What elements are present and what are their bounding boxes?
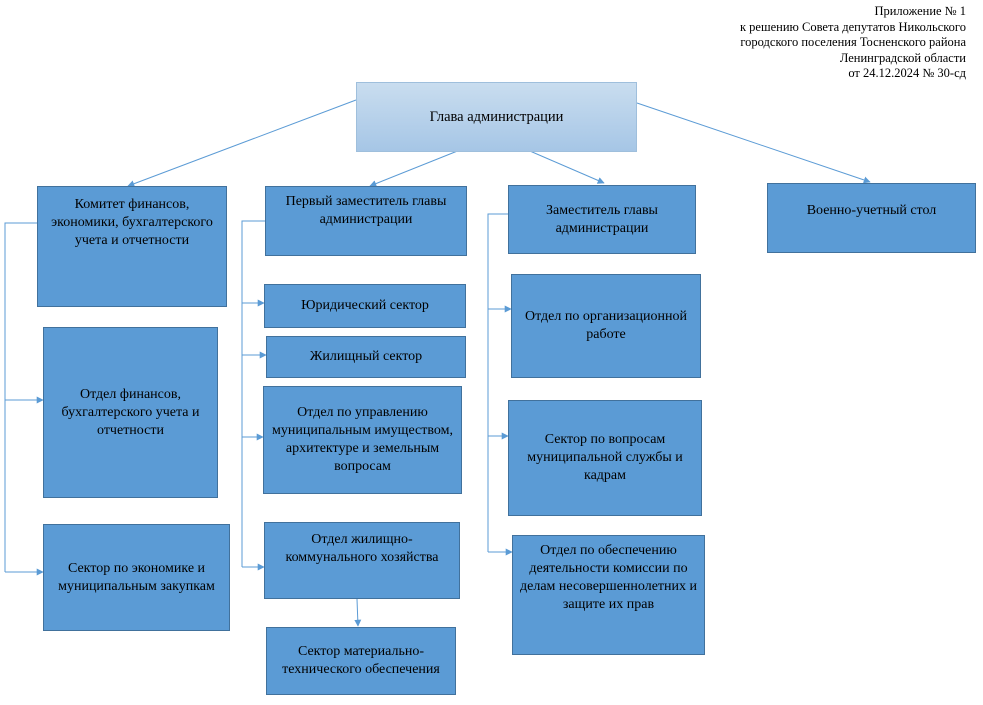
head-of-administration-box: Глава администрации xyxy=(356,82,637,152)
legal-sector-label: Юридический сектор xyxy=(301,298,429,313)
header-line-decision: к решению Совета депутатов Никольского xyxy=(739,19,966,34)
connector-committee-bracket xyxy=(4,222,37,572)
military-desk-label: Военно-учетный стол xyxy=(806,203,937,218)
connector-head-committee xyxy=(127,99,357,188)
military-desk-box: Военно-учетный стол xyxy=(767,183,976,253)
header-line-region: Ленинградской области xyxy=(839,50,966,65)
connector-deputy-bracket xyxy=(487,213,508,552)
logistics-sector-label: Сектор материально-технического обеспече… xyxy=(282,644,440,677)
utilities-dept-box: Отдел жилищно-коммунального хозяйства xyxy=(264,522,460,599)
org-dept-label: Отдел по организационной работе xyxy=(524,309,687,342)
deputy-label: Заместитель главы администрации xyxy=(546,203,658,236)
housing-sector-box: Жилищный сектор xyxy=(266,336,466,378)
civil-service-sector-label: Сектор по вопросам муниципальной службы … xyxy=(527,432,683,483)
property-dept-box: Отдел по управлению муниципальным имущес… xyxy=(263,386,462,494)
civil-service-sector-box: Сектор по вопросам муниципальной службы … xyxy=(508,400,702,516)
finance-dept-label: Отдел финансов, бухгалтерского учета и о… xyxy=(61,386,200,438)
head-label: Глава администрации xyxy=(429,109,564,125)
header-line-appendix: Приложение № 1 xyxy=(874,4,966,18)
legal-sector-box: Юридический сектор xyxy=(264,284,466,328)
minors-dept-box: Отдел по обеспечению деятельности комисс… xyxy=(512,535,705,655)
committee-box: Комитет финансов, экономики, бухгалтерск… xyxy=(37,186,227,307)
first-deputy-box: Первый заместитель главы администрации xyxy=(265,186,467,256)
header-line-settlement: городского поселения Тосненского района xyxy=(740,35,966,49)
document-header: Приложение № 1 к решению Совета депутато… xyxy=(606,4,966,82)
economy-sector-box: Сектор по экономике и муниципальным заку… xyxy=(43,524,230,631)
housing-sector-label: Жилищный сектор xyxy=(309,349,423,364)
org-dept-box: Отдел по организационной работе xyxy=(511,274,701,378)
minors-dept-label: Отдел по обеспечению деятельности комисс… xyxy=(520,543,697,612)
connector-head-military xyxy=(636,102,871,184)
finance-dept-box: Отдел финансов, бухгалтерского учета и о… xyxy=(43,327,218,498)
deputy-box: Заместитель главы администрации xyxy=(508,185,696,254)
connector-utilities-logistics xyxy=(354,598,362,627)
header-line-date: от 24.12.2024 № 30-сд xyxy=(848,66,966,80)
economy-sector-label: Сектор по экономике и муниципальным заку… xyxy=(58,560,215,594)
first-deputy-label: Первый заместитель главы администрации xyxy=(285,194,447,227)
utilities-dept-label: Отдел жилищно-коммунального хозяйства xyxy=(285,532,439,565)
connector-first-deputy-bracket xyxy=(241,220,265,567)
logistics-sector-box: Сектор материально-технического обеспече… xyxy=(266,627,456,695)
committee-label: Комитет финансов, экономики, бухгалтерск… xyxy=(51,197,213,248)
property-dept-label: Отдел по управлению муниципальным имущес… xyxy=(272,405,453,474)
